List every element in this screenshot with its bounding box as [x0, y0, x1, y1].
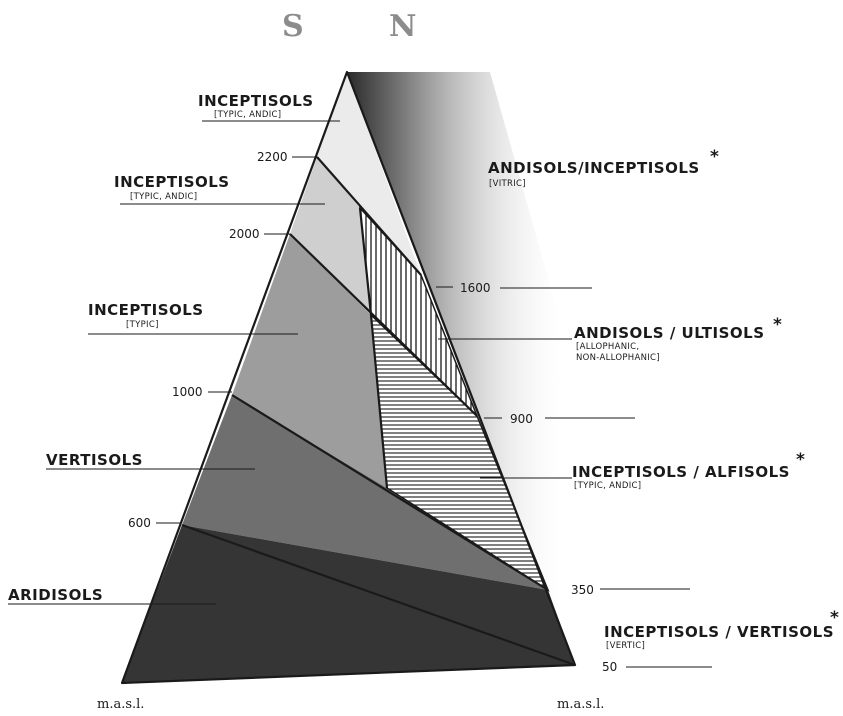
zone-inceptisols-typic-andic-upper — [317, 72, 421, 275]
alt-1000: 1000 — [172, 385, 203, 399]
south-label-3-sub: [TYPIC] — [126, 320, 159, 330]
masl-left: m.a.s.l. — [97, 697, 144, 712]
south-label-3-name: INCEPTISOLS — [88, 301, 204, 319]
north-heading: N — [389, 9, 416, 44]
south-label-5-name: ARIDISOLS — [8, 586, 103, 604]
boundary-inner-lower — [369, 314, 389, 489]
north-label-4-name: INCEPTISOLS / VERTISOLS — [604, 623, 834, 641]
north-label-3-sub: [TYPIC, ANDIC] — [574, 481, 641, 491]
south-label-1-name: INCEPTISOLS — [198, 92, 314, 110]
south-heading: S — [282, 9, 304, 44]
boundary-600 — [181, 523, 576, 667]
north-label-4-sub: [VERTIC] — [606, 641, 645, 651]
zone-aridisols — [122, 525, 575, 683]
south-label-1-sub: [TYPIC, ANDIC] — [214, 110, 281, 120]
boundary-inner-upper — [358, 207, 373, 316]
alt-900: 900 — [510, 412, 533, 426]
triangle-outline — [120, 70, 577, 685]
north-label-1-mark: * — [710, 147, 719, 167]
boundary-2000 — [289, 233, 478, 417]
alt-2200: 2200 — [257, 150, 288, 164]
north-label-2-sub1: [ALLOPHANIC, — [576, 342, 639, 352]
north-label-2-name: ANDISOLS / ULTISOLS — [574, 324, 765, 342]
zone-inceptisols-typic — [232, 234, 387, 488]
south-label-2-name: INCEPTISOLS — [114, 173, 230, 191]
north-label-2-mark: * — [773, 315, 782, 335]
zone-inceptisols-typic-andic-lower — [290, 157, 371, 315]
boundary-2200 — [316, 156, 422, 276]
alt-600: 600 — [128, 516, 151, 530]
north-label-2-sub2: NON-ALLOPHANIC] — [576, 353, 660, 363]
north-label-3-mark: * — [796, 450, 805, 470]
north-label-3-name: INCEPTISOLS / ALFISOLS — [572, 463, 790, 481]
alt-50: 50 — [602, 660, 617, 674]
north-label-1-name: ANDISOLS/INCEPTISOLS — [488, 159, 700, 177]
masl-right: m.a.s.l. — [557, 697, 604, 712]
north-label-1-sub: [VITRIC] — [489, 179, 526, 189]
boundary-1000 — [231, 394, 549, 591]
south-label-4-name: VERTISOLS — [46, 451, 143, 469]
alt-350: 350 — [571, 583, 594, 597]
alt-2000: 2000 — [229, 227, 260, 241]
south-label-2-sub: [TYPIC, ANDIC] — [130, 192, 197, 202]
alt-1600: 1600 — [460, 281, 491, 295]
north-label-4-mark: * — [830, 608, 839, 628]
